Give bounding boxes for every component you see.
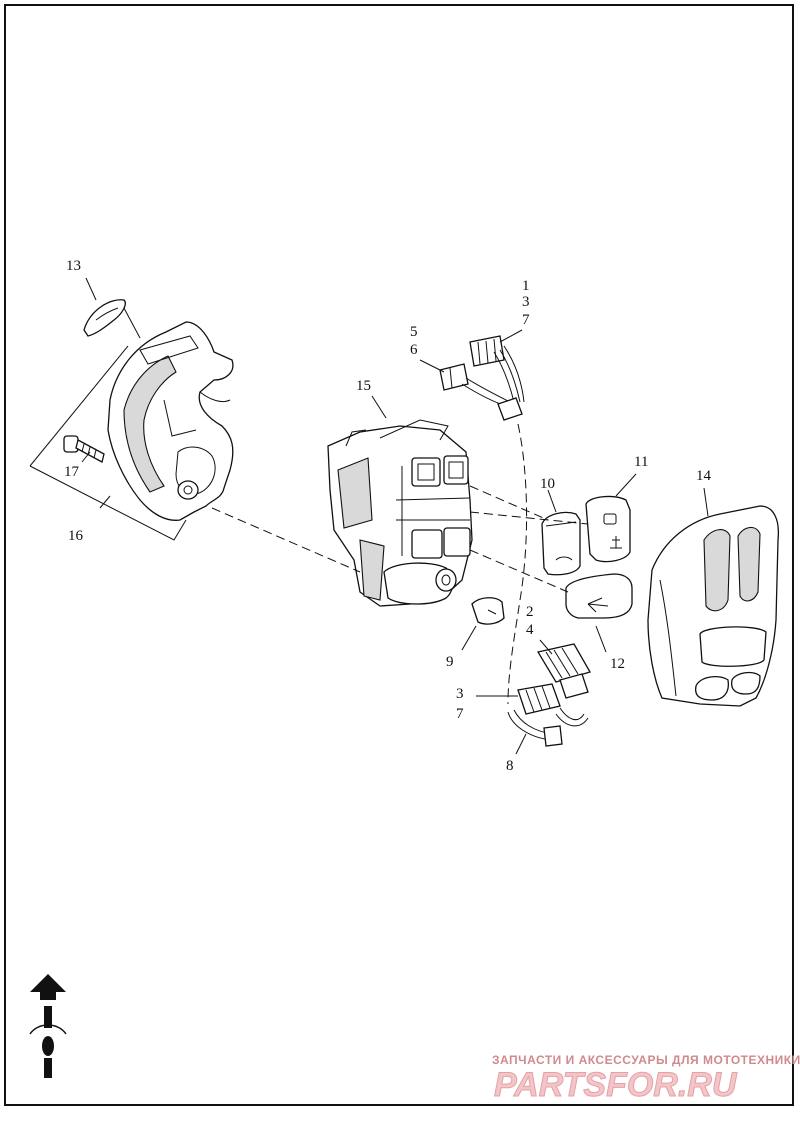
part-13-cap bbox=[83, 299, 126, 337]
callout-13: 13 bbox=[66, 258, 81, 274]
part-12-switch-cap bbox=[565, 573, 633, 619]
callout-8: 8 bbox=[506, 758, 514, 774]
part-10-switch-cap bbox=[541, 511, 581, 576]
callout-3-upper: 3 bbox=[522, 294, 530, 310]
part-15-switch-assembly bbox=[327, 419, 473, 607]
callout-16: 16 bbox=[68, 528, 84, 544]
callout-10: 10 bbox=[540, 476, 555, 492]
callout-9: 9 bbox=[446, 654, 454, 670]
watermark: ЗАПЧАСТИ И АКСЕССУАРЫ ДЛЯ МОТОТЕХНИКИ PA… bbox=[492, 1053, 800, 1105]
watermark-brand: PARTSFOR.RU bbox=[494, 1066, 738, 1104]
part-16-lower-housing bbox=[107, 321, 234, 521]
callout-6: 6 bbox=[410, 342, 418, 358]
callout-12: 12 bbox=[610, 656, 625, 672]
callout-7-upper: 7 bbox=[522, 312, 530, 328]
part-9-knob bbox=[471, 597, 505, 625]
callout-17: 17 bbox=[64, 464, 80, 480]
callout-3-lower: 3 bbox=[456, 686, 464, 702]
callout-1: 1 bbox=[522, 278, 530, 294]
callout-labels: 13 1 3 7 5 6 15 17 16 10 11 14 2 4 9 12 … bbox=[64, 258, 712, 774]
part-17-screw bbox=[63, 435, 105, 463]
callout-15: 15 bbox=[356, 378, 371, 394]
callout-14: 14 bbox=[696, 468, 712, 484]
part-14-outer-housing bbox=[647, 505, 780, 707]
connector-upper-assembly bbox=[439, 335, 525, 421]
watermark-tagline: ЗАПЧАСТИ И АКСЕССУАРЫ ДЛЯ МОТОТЕХНИКИ bbox=[492, 1053, 800, 1067]
callout-2: 2 bbox=[526, 604, 534, 620]
callout-11: 11 bbox=[634, 454, 648, 470]
diagram-frame bbox=[4, 4, 794, 1106]
front-arrow-icon bbox=[29, 974, 67, 1078]
callout-7-lower: 7 bbox=[456, 706, 464, 722]
callout-4: 4 bbox=[526, 622, 534, 638]
leader-lines bbox=[29, 277, 709, 755]
alignment-lines bbox=[211, 423, 589, 705]
part-11-switch-cap bbox=[585, 495, 631, 563]
connector-lower-assembly bbox=[507, 643, 591, 747]
callout-5: 5 bbox=[410, 324, 418, 340]
